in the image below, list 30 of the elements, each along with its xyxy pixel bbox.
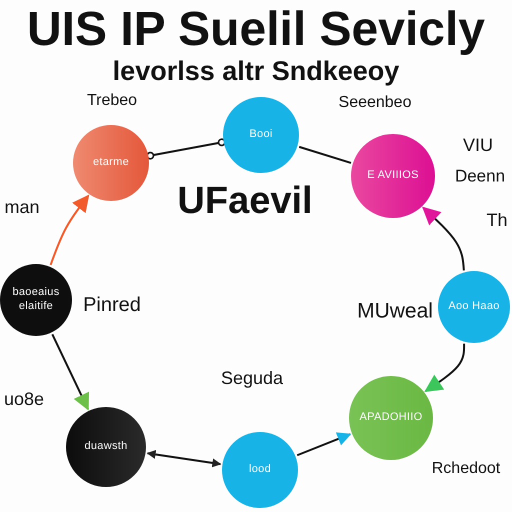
connector-line — [146, 138, 226, 160]
node-label: E AVIIIOS — [366, 169, 420, 183]
label-text: Seguda — [220, 369, 284, 389]
label-text: man — [4, 198, 40, 218]
node-label: baoeaius elaitife — [11, 286, 61, 314]
arrow — [296, 432, 352, 456]
arrow — [50, 194, 90, 266]
label-text: UFaevil — [177, 181, 313, 223]
label-text: Trebeo — [86, 92, 138, 110]
label-text: VIU — [463, 136, 493, 156]
node-label: duawsth — [83, 440, 129, 454]
label-text: Pinred — [83, 294, 141, 316]
arrow — [51, 334, 90, 411]
connector-line — [298, 146, 352, 164]
title: UIS IP Suelil Sevicly — [26, 6, 486, 54]
subtitle: levorlss altr Sndkeeoy — [112, 57, 400, 87]
node-label: Booi — [248, 128, 274, 142]
label-text: uo8e — [4, 390, 44, 410]
arrow — [422, 206, 465, 270]
node-label: etarme — [92, 156, 130, 170]
label-text: Th — [486, 211, 508, 231]
node-label: APADOHIIO — [358, 411, 424, 425]
node-label: lood — [248, 463, 272, 477]
label-text: Rchedoot — [432, 460, 500, 478]
double-arrow — [146, 450, 222, 468]
label-text: Deenn — [454, 168, 506, 186]
label-text: Seeenbeo — [338, 94, 412, 112]
arrow — [424, 344, 466, 392]
label-text: MUweal — [357, 299, 433, 323]
node-label: Aoo Haao — [447, 300, 501, 314]
